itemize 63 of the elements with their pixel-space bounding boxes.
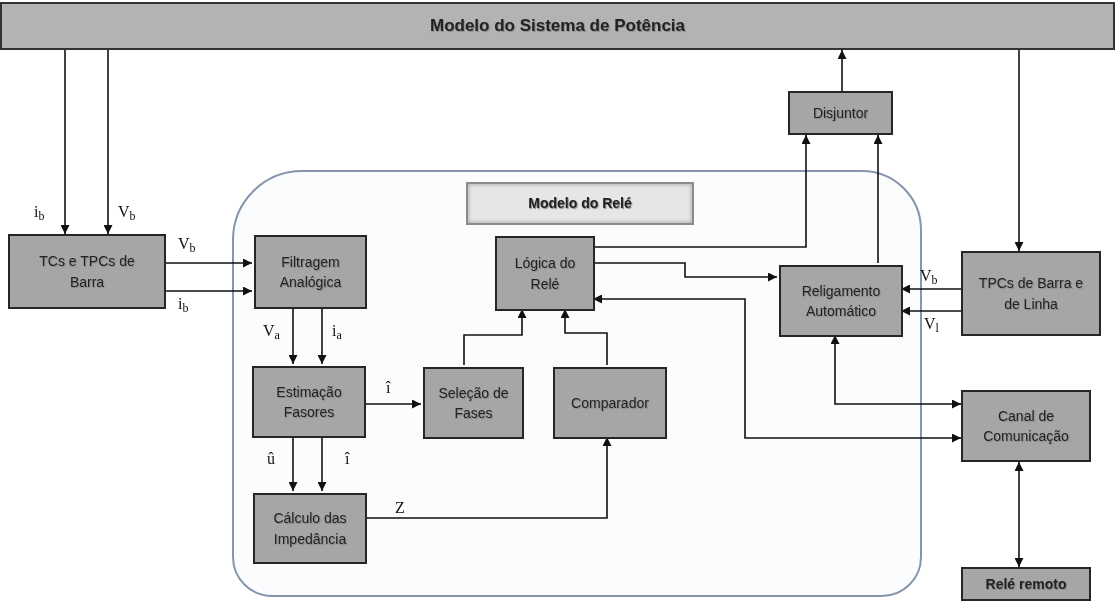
arrow [288,435,298,492]
node-text: TCs e TPCs de Barra [38,252,136,292]
arrow [60,49,70,235]
node-text: Relé remoto [984,574,1068,594]
arrow [837,49,847,92]
arrow [1014,49,1024,252]
arrow [463,308,527,366]
arrow [364,436,612,519]
edge-label: î [386,380,391,396]
arrow [288,306,298,365]
node-text: Religamento Automático [800,281,882,321]
edge-label: V$_{b}$ [920,268,938,284]
arrow [103,49,113,235]
process-box [423,367,524,439]
arrow [900,284,962,294]
edge-label: î [345,451,350,467]
node-text: Cálculo das Impedância [272,509,348,549]
node-text: Seleção de Fases [437,383,510,423]
node-text: Modelo do Sistema de Potência [428,14,687,37]
edge-label: i$_{b}$ [178,296,189,312]
process-box [961,390,1091,462]
process-box [779,265,903,337]
arrow [363,399,422,409]
edge-label: V$_{b}$ [178,236,196,252]
edge-label: V$_{l}$ [924,316,939,332]
arrow [592,262,778,282]
arrow [592,294,962,443]
process-box [788,91,893,135]
arrow [317,306,327,365]
heading-box [466,182,694,225]
edge-label: Z [395,500,405,516]
process-box [961,251,1101,336]
edge-label: û [267,451,275,467]
arrow [165,286,253,296]
node-text: TPCs de Barra e de Linha [977,274,1085,314]
process-box [253,493,367,564]
node-text: Estimação Fasores [275,382,343,422]
relay-model-frame [232,170,922,597]
node-text: Lógica do Relé [513,254,577,294]
process-box [553,367,667,439]
arrow [592,134,811,248]
process-box [252,366,366,438]
arrow [873,134,883,264]
arrow [165,258,253,268]
edge-label: V$_{b}$ [118,204,136,220]
edge-label: i$_{b}$ [34,204,45,220]
edge-label: i$_{a}$ [332,323,342,339]
node-text: Disjuntor [811,103,870,123]
arrow [317,435,327,492]
node-text: Modelo do Relé [527,194,633,214]
arrow [900,306,962,316]
system-band [0,2,1115,50]
arrow [830,334,962,409]
process-box [8,234,166,309]
process-box [254,235,367,309]
node-text: Filtragem Analógica [278,252,343,292]
node-text: Canal de Comunicação [982,406,1070,446]
process-box [961,567,1091,601]
edge-label: V$_{a}$ [263,323,280,339]
arrow [560,308,608,366]
arrow [1014,461,1024,568]
node-text: Comparador [570,393,650,413]
process-box [495,236,595,311]
